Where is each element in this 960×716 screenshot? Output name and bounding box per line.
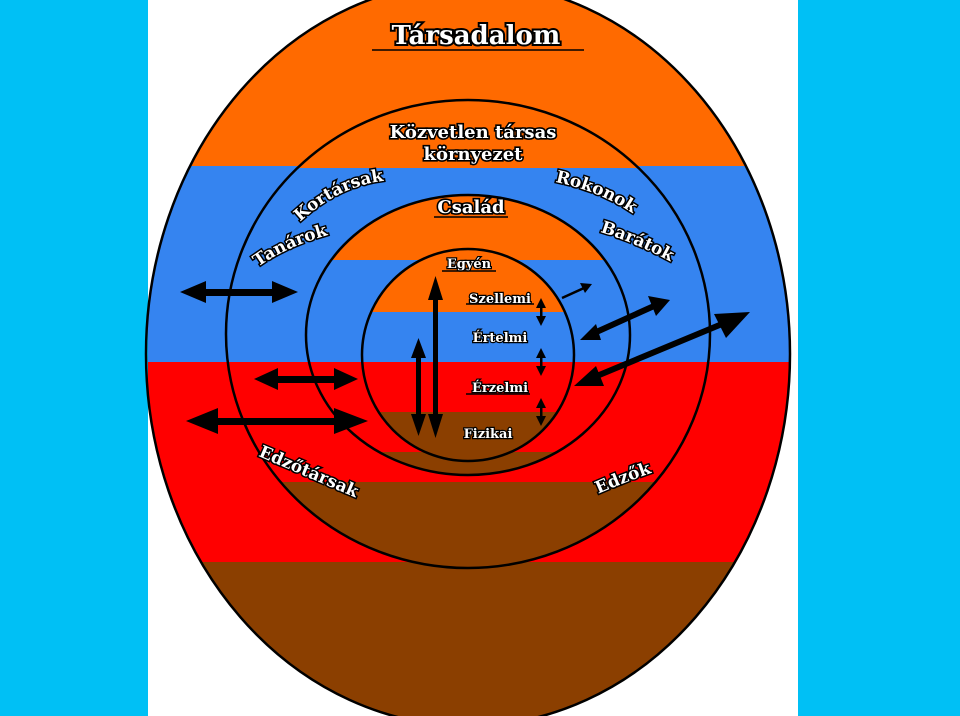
arrow-left-middle: [254, 368, 358, 390]
intellectual-label: Értelmi: [473, 330, 528, 346]
social-environment-label-line2: környezet: [424, 144, 524, 165]
arrow-vertical-long: [428, 276, 443, 438]
arrow-spiritual-intellectual: [536, 298, 546, 326]
physical-label: Fizikai: [464, 427, 513, 442]
interaction-arrows: [180, 276, 750, 438]
title: Társadalom: [392, 21, 561, 51]
arrow-intellectual-emotional: [536, 348, 546, 376]
social-environment-ring: [224, 98, 712, 570]
arrow-teachers: [180, 281, 298, 303]
arrow-relatives: [561, 283, 592, 300]
family-ring: [304, 193, 632, 477]
label-underlines: [372, 49, 584, 395]
arrow-training-partners: [186, 408, 368, 434]
social-environment-label-line1: Közvetlen társas: [390, 122, 557, 143]
arrow-emotional-physical: [536, 398, 546, 426]
individual-ring: [360, 247, 576, 463]
society-ring: [144, 0, 792, 716]
emotional-label: Érzelmi: [472, 380, 528, 396]
arrow-society: [574, 312, 750, 386]
family-label: Család: [437, 197, 505, 218]
individual-label: Egyén: [447, 257, 492, 272]
arrow-vertical-short: [411, 338, 426, 436]
arrow-friends: [580, 296, 670, 340]
